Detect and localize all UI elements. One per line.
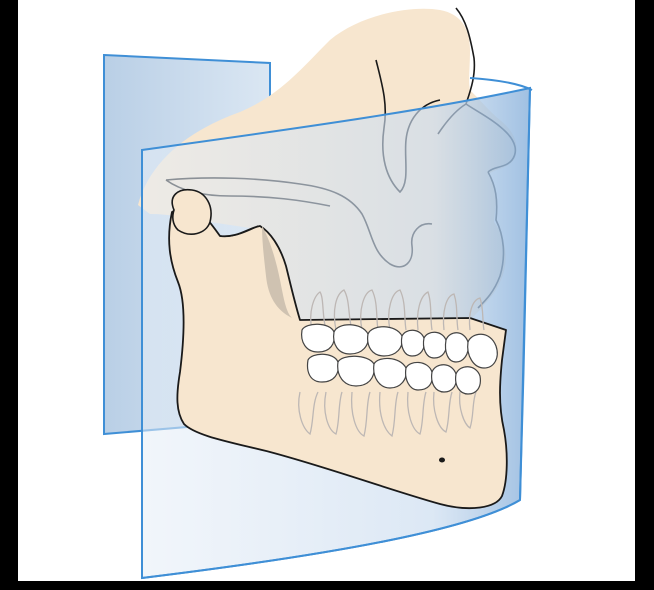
upper-canine (445, 333, 468, 362)
upper-premolar-1 (423, 332, 446, 358)
upper-premolar-2 (401, 330, 424, 356)
lower-canine (432, 365, 457, 392)
upper-molar-3 (302, 324, 335, 352)
illustration-panel (18, 0, 635, 581)
upper-molar-2 (334, 325, 369, 354)
mental-foramen (439, 458, 445, 463)
jaw-illustration (18, 0, 635, 581)
lower-molar-1 (338, 356, 375, 386)
upper-molar-1 (368, 327, 403, 356)
lower-incisor (456, 367, 481, 394)
curved-plane-top-edge (470, 78, 532, 90)
mandibular-condyle (172, 190, 211, 234)
lower-molar-2 (308, 354, 339, 382)
lower-premolar-1 (406, 362, 433, 390)
